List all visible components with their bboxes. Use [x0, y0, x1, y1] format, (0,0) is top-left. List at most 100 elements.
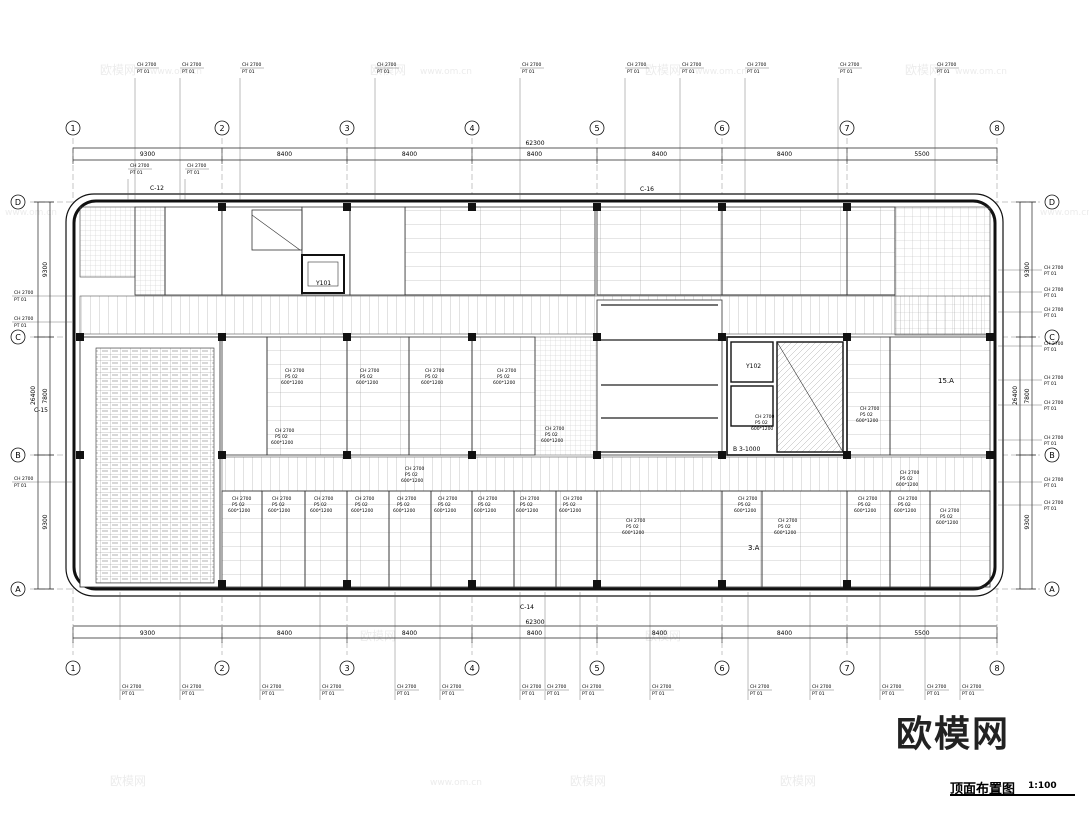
- svg-text:PT 01: PT 01: [242, 69, 255, 75]
- svg-text:B: B: [15, 451, 21, 460]
- svg-text:600*1200: 600*1200: [281, 380, 303, 386]
- svg-text:CH 2700: CH 2700: [425, 368, 445, 374]
- svg-text:CH 2700: CH 2700: [898, 496, 918, 502]
- svg-text:CH 2700: CH 2700: [937, 62, 957, 68]
- svg-text:www.om.cn: www.om.cn: [150, 67, 202, 77]
- bay-dimension: 8400: [527, 630, 542, 637]
- svg-text:CH 2700: CH 2700: [187, 163, 207, 169]
- elev-mark-tl: C-12: [150, 185, 164, 192]
- row-total-dimension: 26400: [1012, 386, 1019, 405]
- core-elevators: Y102 B 3-1000: [726, 336, 848, 456]
- watermark-logo: 欧模网: [896, 714, 1011, 755]
- svg-text:PT 01: PT 01: [547, 691, 560, 697]
- svg-text:5: 5: [594, 664, 599, 673]
- svg-text:PT 01: PT 01: [582, 691, 595, 697]
- svg-text:欧模网: 欧模网: [370, 63, 406, 77]
- left-hall: [79, 336, 221, 588]
- svg-text:PT 01: PT 01: [627, 69, 640, 75]
- svg-text:600*1200: 600*1200: [734, 508, 756, 514]
- svg-text:CH 2700: CH 2700: [397, 684, 417, 690]
- svg-text:CH 2700: CH 2700: [1044, 341, 1064, 347]
- svg-text:P5 02: P5 02: [232, 502, 245, 508]
- elevation-marks: C-16 C-14 C-15 C-12: [34, 185, 654, 611]
- bay-dimension: 8400: [777, 151, 792, 158]
- svg-text:CH 2700: CH 2700: [182, 684, 202, 690]
- svg-text:CH 2700: CH 2700: [1044, 265, 1064, 271]
- structural-columns: [76, 203, 994, 588]
- svg-text:P5 02: P5 02: [478, 502, 491, 508]
- svg-text:PT 01: PT 01: [747, 69, 760, 75]
- row-dimension: 9300: [42, 514, 49, 529]
- svg-text:600*1200: 600*1200: [421, 380, 443, 386]
- svg-text:A: A: [15, 585, 21, 594]
- svg-text:CH 2700: CH 2700: [522, 684, 542, 690]
- title-underline: [950, 794, 1075, 796]
- svg-text:CH 2700: CH 2700: [1044, 287, 1064, 293]
- svg-text:欧模网: 欧模网: [360, 629, 396, 643]
- bay-dimension: 8400: [527, 151, 542, 158]
- grid-bubble-col-6: 6: [714, 660, 730, 676]
- svg-text:600*1200: 600*1200: [774, 530, 796, 536]
- svg-text:600*1200: 600*1200: [271, 440, 293, 446]
- svg-text:PT 01: PT 01: [122, 691, 135, 697]
- elev-mark-bottom: C-14: [520, 604, 534, 611]
- svg-text:600*1200: 600*1200: [268, 508, 290, 514]
- bottom-dimension-chain: [73, 625, 997, 639]
- grid-bubble-col-1: 1: [65, 660, 81, 676]
- svg-text:PT 01: PT 01: [137, 69, 150, 75]
- svg-text:CH 2700: CH 2700: [1044, 500, 1064, 506]
- svg-text:欧模网: 欧模网: [780, 774, 816, 788]
- drawing-title-block: 顶面布置图 1:100: [940, 776, 1080, 800]
- svg-text:CH 2700: CH 2700: [285, 368, 305, 374]
- grid-bubble-col-5: 5: [589, 660, 605, 676]
- svg-text:CH 2700: CH 2700: [626, 518, 646, 524]
- bay-dimension: 8400: [277, 630, 292, 637]
- svg-text:欧模网: 欧模网: [570, 774, 606, 788]
- svg-text:CH 2700: CH 2700: [520, 496, 540, 502]
- svg-text:CH 2700: CH 2700: [272, 496, 292, 502]
- svg-text:欧模网: 欧模网: [100, 63, 136, 77]
- svg-text:CH 2700: CH 2700: [1044, 400, 1064, 406]
- svg-text:P5 02: P5 02: [520, 502, 533, 508]
- svg-text:6: 6: [719, 124, 724, 133]
- svg-text:CH 2700: CH 2700: [1044, 477, 1064, 483]
- svg-text:PT 01: PT 01: [262, 691, 275, 697]
- svg-text:CH 2700: CH 2700: [755, 414, 775, 420]
- svg-text:600*1200: 600*1200: [516, 508, 538, 514]
- bottom-row-rooms: [221, 490, 991, 588]
- svg-text:600*1200: 600*1200: [559, 508, 581, 514]
- room-15a-label: 15.A: [938, 377, 954, 385]
- grid-bubble-col-4: 4: [464, 660, 480, 676]
- svg-text:CH 2700: CH 2700: [137, 62, 157, 68]
- bay-dimension: 8400: [652, 630, 667, 637]
- svg-text:600*1200: 600*1200: [541, 438, 563, 444]
- svg-text:1: 1: [70, 124, 75, 133]
- svg-text:D: D: [15, 198, 21, 207]
- bay-dimension: 8400: [652, 151, 667, 158]
- svg-text:CH 2700: CH 2700: [927, 684, 947, 690]
- grid-bubble-col-1: 1: [65, 120, 81, 136]
- svg-text:P5 02: P5 02: [275, 434, 288, 440]
- svg-text:3: 3: [344, 664, 349, 673]
- svg-text:8: 8: [994, 124, 999, 133]
- row-dimension: 9300: [1024, 262, 1031, 277]
